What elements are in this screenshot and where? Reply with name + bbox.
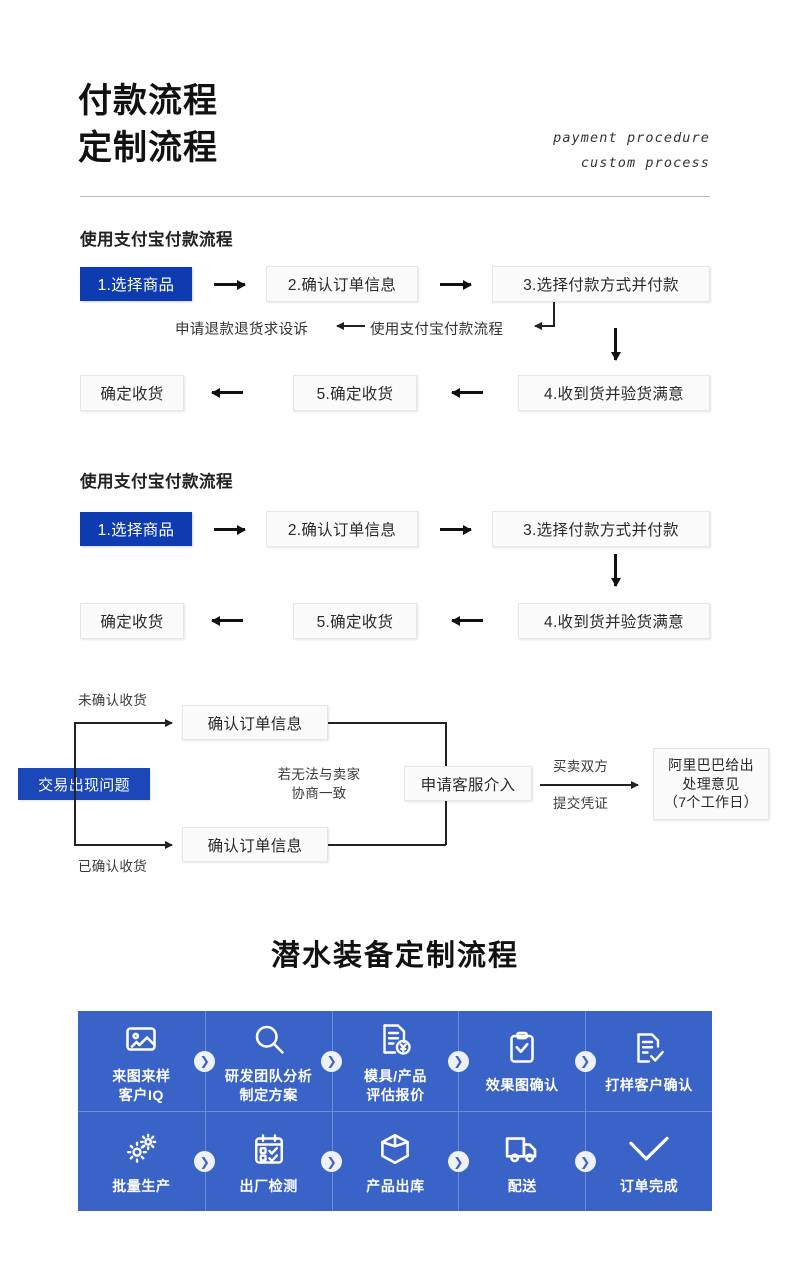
truck-icon (503, 1128, 541, 1170)
section2-step-4[interactable]: 4.收到货并验货满意 (518, 603, 710, 639)
dispute-left-spine (74, 723, 76, 845)
document-check-icon (631, 1027, 667, 1069)
process-step-9[interactable]: 配送 ❯ (458, 1111, 596, 1211)
section2-label: 使用支付宝付款流程 (80, 473, 233, 491)
box-icon (377, 1128, 413, 1170)
checklist-icon (251, 1128, 287, 1170)
arrow-left-s1-mid (337, 325, 365, 327)
process-step-7-label: 出厂检测 (239, 1177, 298, 1194)
section1-step-2[interactable]: 2.确认订单信息 (266, 266, 418, 302)
check-icon (626, 1128, 672, 1170)
section1-step-5[interactable]: 5.确定收货 (293, 375, 417, 411)
dispute-branch-bottom-arrow (74, 844, 172, 846)
page-subtitle-en: payment procedure custom process (553, 126, 710, 176)
process-step-1[interactable]: 来图来样 客户IQ ❯ (78, 1011, 216, 1111)
process-step-5-label: 打样客户确认 (605, 1077, 693, 1094)
clipboard-check-icon (504, 1027, 540, 1069)
section1-step-confirm[interactable]: 确定收货 (80, 375, 184, 411)
section2-step-3[interactable]: 3.选择付款方式并付款 (492, 511, 710, 547)
process-step-8[interactable]: 产品出库 ❯ (331, 1111, 469, 1211)
arrow-right-s2-1 (214, 528, 245, 531)
dispute-arrow-note-top: 买卖双方 (553, 759, 609, 774)
section1-label: 使用支付宝付款流程 (80, 231, 233, 249)
chevron-right-icon-2: ❯ (321, 1050, 343, 1072)
dispute-branch-top-arrow (74, 722, 172, 724)
process-step-4[interactable]: 效果图确认 ❯ (458, 1011, 596, 1111)
dispute-result-line2: 处理意见 (682, 775, 740, 792)
chevron-right-icon-7: ❯ (321, 1151, 343, 1172)
section1-mid-right-text: 使用支付宝付款流程 (370, 322, 504, 338)
document-yuan-icon (377, 1018, 413, 1060)
process-step-1-label: 来图来样 客户IQ (112, 1068, 171, 1103)
dispute-start-box[interactable]: 交易出现问题 (18, 768, 150, 800)
process-step-7[interactable]: 出厂检测 ❯ (204, 1111, 343, 1211)
section1-mid-left-text: 申请退款退货求设诉 (175, 322, 309, 338)
section2-step-1[interactable]: 1.选择商品 (80, 512, 192, 546)
dispute-join-top (328, 722, 446, 724)
arrow-left-s1-row2-2 (452, 391, 483, 394)
chevron-right-icon-6: ❯ (194, 1151, 216, 1172)
gears-icon (122, 1128, 160, 1170)
chevron-right-icon-3: ❯ (447, 1050, 469, 1072)
dispute-result-box[interactable]: 阿里巴巴给出 处理意见 （7个工作日） (653, 748, 769, 820)
process-step-5[interactable]: 打样客户确认 (585, 1011, 712, 1111)
arrow-down-s1 (614, 328, 617, 360)
dispute-arrow-to-result (540, 784, 638, 786)
arrow-left-s2-row2-2 (452, 619, 483, 622)
custom-process-title: 潜水装备定制流程 (270, 940, 519, 972)
dispute-box-bottom[interactable]: 确认订单信息 (182, 827, 328, 862)
dispute-join-bottom (328, 844, 446, 846)
dispute-label-bottom: 已确认收货 (78, 859, 147, 874)
arrow-right-s2-2 (440, 528, 471, 531)
section1-step-1[interactable]: 1.选择商品 (80, 267, 192, 301)
page-title-line1: 付款流程 (78, 82, 218, 120)
image-icon (123, 1018, 159, 1060)
process-step-2-label: 研发团队分析 制定方案 (224, 1068, 313, 1103)
dispute-result-line1: 阿里巴巴给出 (668, 756, 754, 773)
dispute-branch-note: 若无法与卖家 协商一致 (258, 766, 380, 804)
arrow-right-s1-2 (440, 283, 471, 286)
chevron-right-icon-8: ❯ (447, 1151, 469, 1172)
chevron-right-icon-4: ❯ (574, 1050, 596, 1072)
dispute-result-line3: （7个工作日） (664, 794, 758, 811)
section2-step-5[interactable]: 5.确定收货 (293, 603, 417, 639)
section1-step-4[interactable]: 4.收到货并验货满意 (518, 375, 710, 411)
arrow-right-s1-1 (214, 283, 245, 286)
process-step-6-label: 批量生产 (112, 1177, 171, 1194)
process-step-2[interactable]: 研发团队分析 制定方案 ❯ (204, 1011, 343, 1111)
connector-s1-elbow-arrow (535, 325, 555, 327)
chevron-right-icon-1: ❯ (194, 1050, 216, 1072)
process-step-6[interactable]: 批量生产 ❯ (78, 1111, 216, 1211)
page-title-line2: 定制流程 (78, 128, 218, 167)
dispute-box-top[interactable]: 确认订单信息 (182, 705, 328, 740)
header-divider (80, 196, 710, 197)
arrow-left-s2-row2-1 (212, 619, 243, 622)
section2-step-2[interactable]: 2.确认订单信息 (266, 511, 418, 547)
dispute-arrow-note-bottom: 提交凭证 (553, 796, 609, 811)
page-subtitle-line1: payment procedure (553, 130, 710, 146)
arrow-left-s1-row2-1 (212, 391, 243, 394)
process-step-10[interactable]: 订单完成 (585, 1111, 712, 1211)
process-step-3-label: 模具/产品 评估报价 (364, 1068, 427, 1103)
process-step-9-label: 配送 (507, 1177, 537, 1194)
dispute-branch-note-line1: 若无法与卖家 (277, 767, 361, 782)
search-icon (251, 1018, 287, 1060)
process-step-4-label: 效果图确认 (485, 1077, 559, 1094)
process-step-3[interactable]: 模具/产品 评估报价 ❯ (331, 1011, 469, 1111)
dispute-service-box[interactable]: 申请客服介入 (404, 766, 532, 801)
section2-step-confirm[interactable]: 确定收货 (80, 603, 184, 639)
custom-process-grid: 来图来样 客户IQ ❯ 研发团队分析 制定方案 ❯ 模具/产品 评估报价 ❯ (78, 1011, 712, 1211)
page-subtitle-line2: custom process (580, 154, 710, 171)
dispute-label-top: 未确认收货 (78, 693, 147, 708)
section1-step-3[interactable]: 3.选择付款方式并付款 (492, 266, 710, 302)
page-title: 付款流程 定制流程 (78, 78, 218, 172)
process-step-8-label: 产品出库 (366, 1177, 425, 1194)
process-step-10-label: 订单完成 (619, 1177, 679, 1194)
connector-s1-elbow-vertical (553, 302, 555, 326)
chevron-right-icon-9: ❯ (574, 1151, 596, 1172)
arrow-down-s2 (614, 554, 617, 586)
dispute-branch-note-line2: 协商一致 (291, 785, 347, 801)
